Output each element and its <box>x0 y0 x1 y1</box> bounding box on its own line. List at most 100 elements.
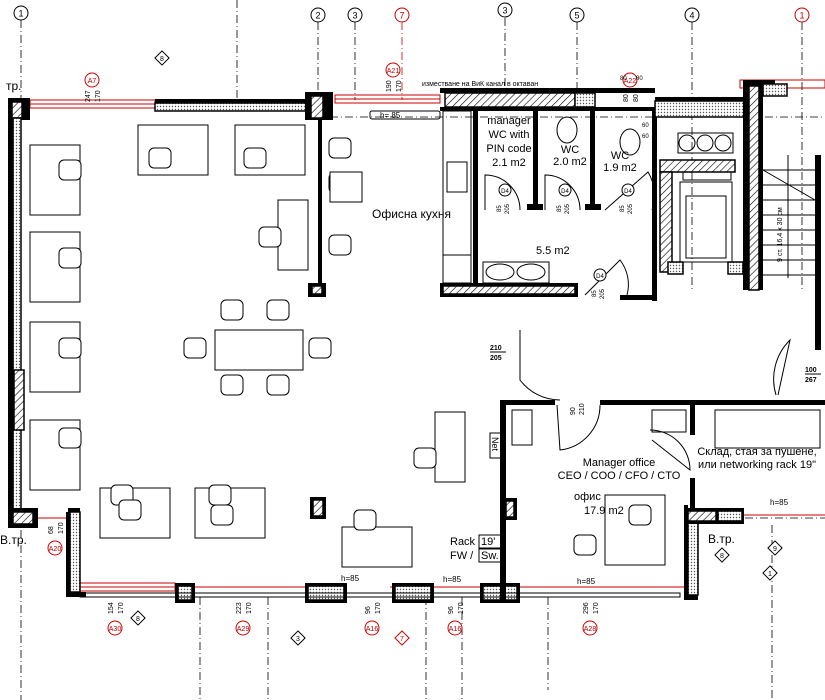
section-marker-label: 9 <box>773 546 777 553</box>
grid-axis-label: 7 <box>399 11 404 21</box>
window-tag-label: A28 <box>584 626 597 633</box>
grid-axis-marker: 7 <box>394 7 410 23</box>
stair-label: 9 ст. 16,4 x 30 см <box>777 207 784 262</box>
rack-label: FW / <box>450 550 474 562</box>
grid-axis-label: 3 <box>352 11 357 21</box>
window-width: 190 <box>386 80 393 92</box>
grid-axis-marker: 3 <box>497 2 513 18</box>
window-width: 80 <box>623 94 630 102</box>
window-width: 223 <box>236 602 243 614</box>
room-labels: тр. В.тр. В.тр. изместване на ВиК канал … <box>0 79 817 563</box>
door-height: 205 <box>600 288 606 299</box>
grid-axis-marker: 2 <box>310 7 326 23</box>
grid-axis-marker: 5 <box>569 7 585 23</box>
window-tag-label: A21 <box>387 68 400 75</box>
room-manager-wc-line2: WC with <box>489 129 530 141</box>
door-tag-label: D4 <box>561 189 569 195</box>
sill-heights: h= 85 h=85 h=85 h=85 h=85 <box>341 110 789 586</box>
grid-axis-label: 5 <box>574 11 579 21</box>
door-dim-width: 90 <box>570 407 577 415</box>
room-manager-office-line1: Manager office <box>583 457 656 469</box>
fixture-dimension: 80 <box>636 76 643 82</box>
window-height: 170 <box>396 80 403 92</box>
window-height: 170 <box>58 522 65 534</box>
grid-axis-marker: 1 <box>13 5 29 21</box>
desk <box>29 144 81 216</box>
room-wc1-name: WC <box>561 144 579 156</box>
sill-height: h=85 <box>341 574 360 583</box>
window-height: 170 <box>458 602 465 614</box>
grid-axis-marker: 3 <box>347 7 363 23</box>
net-label: Net <box>490 437 500 452</box>
chair <box>573 534 597 556</box>
desk <box>277 199 309 271</box>
door-width: 85 <box>497 205 503 212</box>
chair <box>353 509 377 531</box>
room-manager-wc-area: 2.1 m2 <box>492 157 526 169</box>
window-tag-label: A20 <box>49 546 62 553</box>
section-marker-label: 8 <box>720 553 724 560</box>
window-height: 170 <box>95 90 102 102</box>
room-wc1-area: 2.0 m2 <box>553 156 587 168</box>
section-marker-label: 1 <box>768 571 772 578</box>
grid-axis-label: 4 <box>689 11 694 21</box>
room-wc2-name: WC <box>611 150 629 162</box>
door-tag-label: D4 <box>596 274 604 280</box>
section-marker-label: 7 <box>400 636 404 643</box>
chair <box>266 374 290 396</box>
doors <box>484 171 791 472</box>
window-tag-label: A29 <box>237 626 250 633</box>
section-marker: 8 <box>714 547 730 563</box>
chair <box>328 234 352 256</box>
section-marker: 7 <box>394 630 410 646</box>
grid-axis-label: 2 <box>315 11 320 21</box>
window-tag-label: A30 <box>109 626 122 633</box>
section-marker: 1 <box>762 565 778 581</box>
chair <box>266 299 290 321</box>
fixture-dimension: 60 <box>642 134 649 140</box>
sill-height: h=85 <box>443 575 462 584</box>
sill-height: h=85 <box>577 577 596 586</box>
window-tag-label: A22 <box>624 78 637 85</box>
chair <box>308 337 332 359</box>
fixture-dimension: 80 <box>620 76 627 82</box>
section-marker-label: 8 <box>136 616 140 623</box>
section-marker-label: 8 <box>160 56 164 63</box>
stair <box>762 155 821 350</box>
furniture <box>29 124 666 568</box>
sanitary <box>482 116 641 284</box>
door-tag-label: D4 <box>501 189 509 195</box>
chair <box>628 504 652 526</box>
room-storage-line2: или networking rack 19" <box>698 459 816 471</box>
chair <box>58 337 82 359</box>
chair <box>58 247 82 269</box>
window-height: 170 <box>118 602 125 614</box>
kitchen-table <box>329 171 363 203</box>
door-height: 205 <box>565 203 571 214</box>
door-dim-width: 100 <box>805 367 817 374</box>
chair <box>210 504 234 526</box>
grid-axis-label: 1 <box>18 9 23 19</box>
door-height: 205 <box>628 203 634 214</box>
room-manager-office-area: 17.9 m2 <box>584 505 624 517</box>
door-width: 85 <box>620 205 626 212</box>
chair <box>208 484 232 506</box>
shaft-label: В.тр. <box>0 533 27 547</box>
sill-height: h=85 <box>770 498 789 507</box>
window-tag-label: A16 <box>366 626 379 633</box>
